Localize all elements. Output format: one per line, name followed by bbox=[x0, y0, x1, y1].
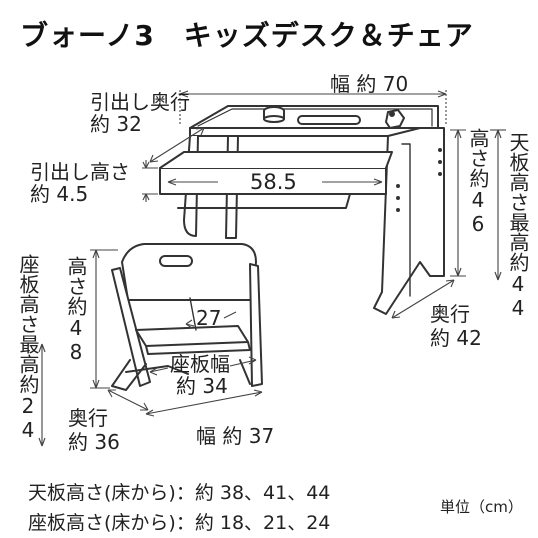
chair-depth-value: 約 36 bbox=[68, 430, 120, 454]
seat-width-label: 座板幅 bbox=[170, 352, 230, 376]
desk-depth-value: 約 42 bbox=[430, 326, 482, 350]
chair-right-frame bbox=[249, 263, 263, 387]
drawer-width-label: 58.5 bbox=[250, 170, 297, 194]
unit-note: 単位（cm） bbox=[440, 498, 523, 516]
chair-height-label: 高さ約48 bbox=[64, 256, 88, 364]
chair-depth-label: 奥行 bbox=[68, 406, 108, 430]
product-title: ブォーノ3 キッズデスク＆チェア bbox=[20, 19, 474, 52]
pen-tray bbox=[297, 115, 361, 125]
chair-seat bbox=[135, 325, 249, 347]
desk-depth-label: 奥行 bbox=[430, 302, 470, 326]
chair-width-label: 幅 約 37 bbox=[196, 424, 275, 448]
drawer-depth-value: 約 32 bbox=[90, 112, 142, 136]
seat-heights-note: 座板高さ(床から)：約 18、21、24 bbox=[28, 512, 331, 534]
chair-seat-height-label: 座板高さ最高約24 bbox=[16, 254, 40, 442]
desk-top-height-label: 天板高さ最高約44 bbox=[506, 132, 530, 320]
chair-inner-width-label: 27 bbox=[196, 306, 222, 330]
chair-left-frame bbox=[111, 267, 151, 387]
chair-handle-hole bbox=[159, 255, 193, 267]
drawer-depth-label: 引出し奥行 bbox=[90, 90, 190, 114]
desk-right-side-panel bbox=[373, 127, 445, 315]
drawer-height-value: 約 4.5 bbox=[30, 182, 89, 206]
desk-top-heights-note: 天板高さ(床から)：約 38、41、44 bbox=[28, 482, 331, 504]
drawer-height-label: 引出し高さ bbox=[30, 160, 130, 184]
desk-height-label: 高さ約46 bbox=[466, 128, 490, 236]
chair-backrest bbox=[121, 243, 257, 301]
seat-width-value: 約 34 bbox=[176, 374, 228, 398]
desk-width-label: 幅 約 70 bbox=[330, 72, 409, 96]
